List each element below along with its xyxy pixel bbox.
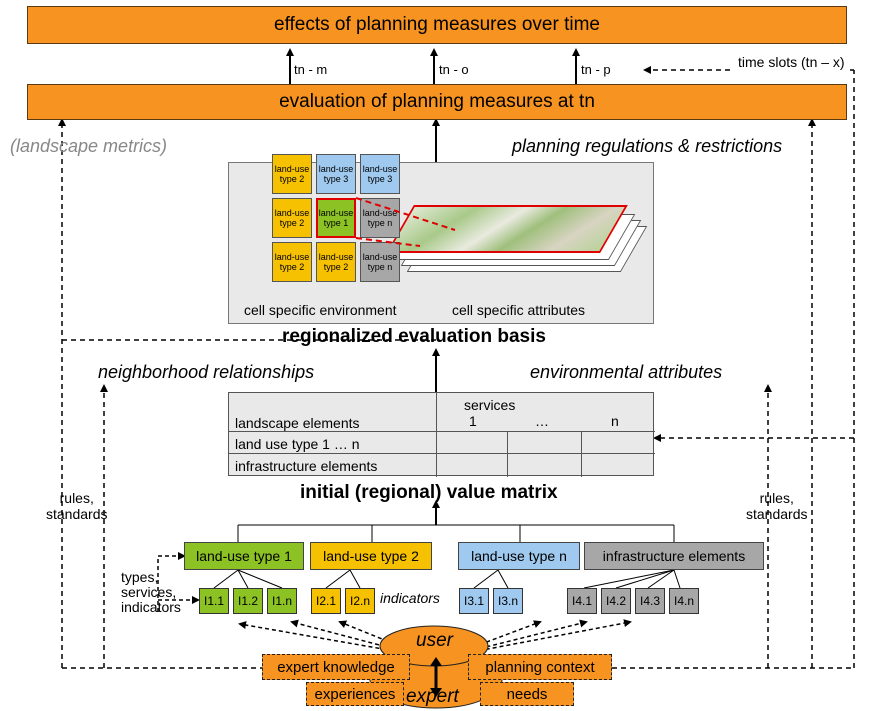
indicator: I2.1 bbox=[311, 588, 341, 614]
indicator: I1.1 bbox=[199, 588, 229, 614]
grid-cell: land-use type 2 bbox=[316, 242, 356, 282]
planning-regulations-label: planning regulations & restrictions bbox=[512, 136, 783, 156]
time-slots-label: time slots (tn – x) bbox=[738, 54, 845, 70]
grid-cell: land-use type 3 bbox=[316, 154, 356, 194]
evaluation-bar: evaluation of planning measures at tn bbox=[27, 84, 847, 120]
expert-label: expert bbox=[406, 686, 459, 707]
rules-standards-left: rules, standards bbox=[46, 490, 108, 522]
services-header: services bbox=[464, 397, 516, 413]
indicator: I4.1 bbox=[567, 588, 597, 614]
grid-cell-selected: land-use type 1 bbox=[316, 198, 356, 238]
time-label-o: tn - o bbox=[439, 62, 469, 77]
category-landuse-1: land-use type 1 bbox=[184, 542, 304, 570]
time-label-p: tn - p bbox=[581, 62, 611, 77]
indicator: I1.2 bbox=[233, 588, 263, 614]
expert-knowledge-box: expert knowledge bbox=[262, 654, 410, 680]
grid-cell: land-use type 3 bbox=[360, 154, 400, 194]
landscape-metrics-label: (landscape metrics) bbox=[10, 136, 168, 156]
indicator: I4.n bbox=[669, 588, 699, 614]
grid-cell: land-use type n bbox=[360, 242, 400, 282]
grid-cell: land-use type 2 bbox=[272, 198, 312, 238]
indicator: I3.1 bbox=[459, 588, 489, 614]
matrix-col-ellipsis: … bbox=[535, 413, 549, 429]
regionalized-basis-title: regionalized evaluation basis bbox=[282, 326, 546, 347]
indicator: I3.n bbox=[493, 588, 523, 614]
cell-attributes-label: cell specific attributes bbox=[452, 302, 586, 318]
indicators-label: indicators bbox=[380, 590, 440, 606]
grid-cell: land-use type 2 bbox=[272, 242, 312, 282]
time-label-m: tn - m bbox=[294, 62, 328, 77]
category-infrastructure: infrastructure elements bbox=[584, 542, 764, 570]
planning-context-box: planning context bbox=[468, 654, 612, 680]
indicator: I4.2 bbox=[601, 588, 631, 614]
value-matrix: services 1 … n landscape elements land u… bbox=[228, 392, 655, 477]
needs-box: needs bbox=[480, 682, 574, 706]
indicator: I1.n bbox=[267, 588, 297, 614]
matrix-col-1: 1 bbox=[469, 413, 477, 429]
initial-matrix-title: initial (regional) value matrix bbox=[300, 482, 558, 503]
category-landuse-n: land-use type n bbox=[458, 542, 580, 570]
neighborhood-label: neighborhood relationships bbox=[98, 362, 315, 382]
grid-cell: land-use type 2 bbox=[272, 154, 312, 194]
matrix-row-landscape: landscape elements bbox=[235, 415, 360, 431]
types-services-label: types, services, indicators bbox=[121, 569, 181, 615]
environmental-label: environmental attributes bbox=[530, 362, 723, 382]
matrix-row-landuse: land use type 1 … n bbox=[235, 436, 360, 452]
user-label: user bbox=[416, 630, 453, 651]
grid-cell: land-use type n bbox=[360, 198, 400, 238]
cell-environment-label: cell specific environment bbox=[244, 302, 397, 318]
experiences-box: experiences bbox=[306, 682, 404, 706]
category-landuse-2: land-use type 2 bbox=[310, 542, 432, 570]
indicator: I2.n bbox=[345, 588, 375, 614]
rules-standards-right: rules, standards bbox=[746, 490, 808, 522]
effects-bar: effects of planning measures over time bbox=[27, 6, 847, 44]
matrix-row-infrastructure: infrastructure elements bbox=[235, 458, 378, 474]
indicator: I4.3 bbox=[635, 588, 665, 614]
matrix-col-n: n bbox=[611, 413, 619, 429]
